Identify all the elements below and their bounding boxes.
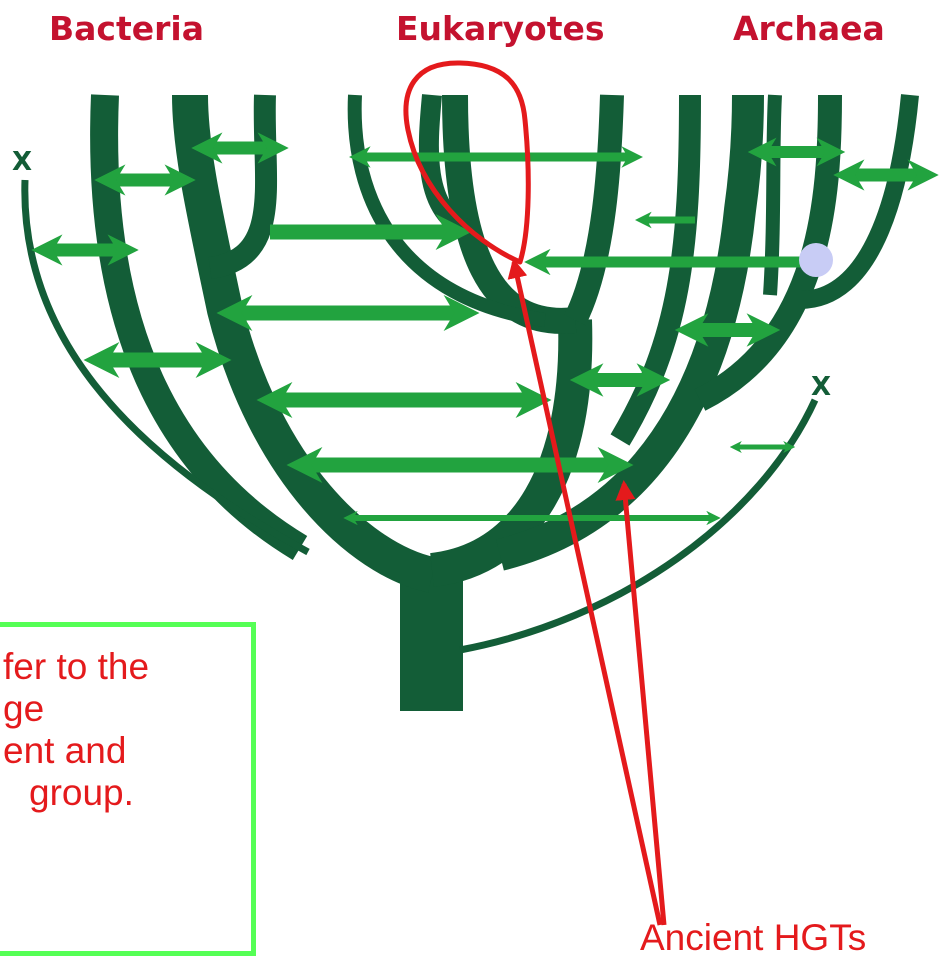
archaea-label: Archaea	[733, 9, 885, 48]
bacteria-label: Bacteria	[49, 9, 204, 48]
note-line: ent and	[3, 731, 126, 771]
note-callout-box: fer to the ge ent and group.	[0, 622, 256, 956]
eukaryote-right-branch	[575, 95, 612, 320]
note-line: fer to the	[3, 647, 149, 687]
transfer-source-node	[799, 243, 833, 277]
eukaryotes-label: Eukaryotes	[396, 9, 605, 48]
extinct-marker-right: X	[811, 372, 831, 402]
extinct-marker-left: X	[12, 147, 32, 177]
note-line: group.	[29, 773, 134, 813]
note-line: ge	[3, 689, 44, 729]
eukaryote-fork-branch	[455, 95, 575, 321]
ancient-hgts-label: Ancient HGTs	[640, 917, 866, 958]
